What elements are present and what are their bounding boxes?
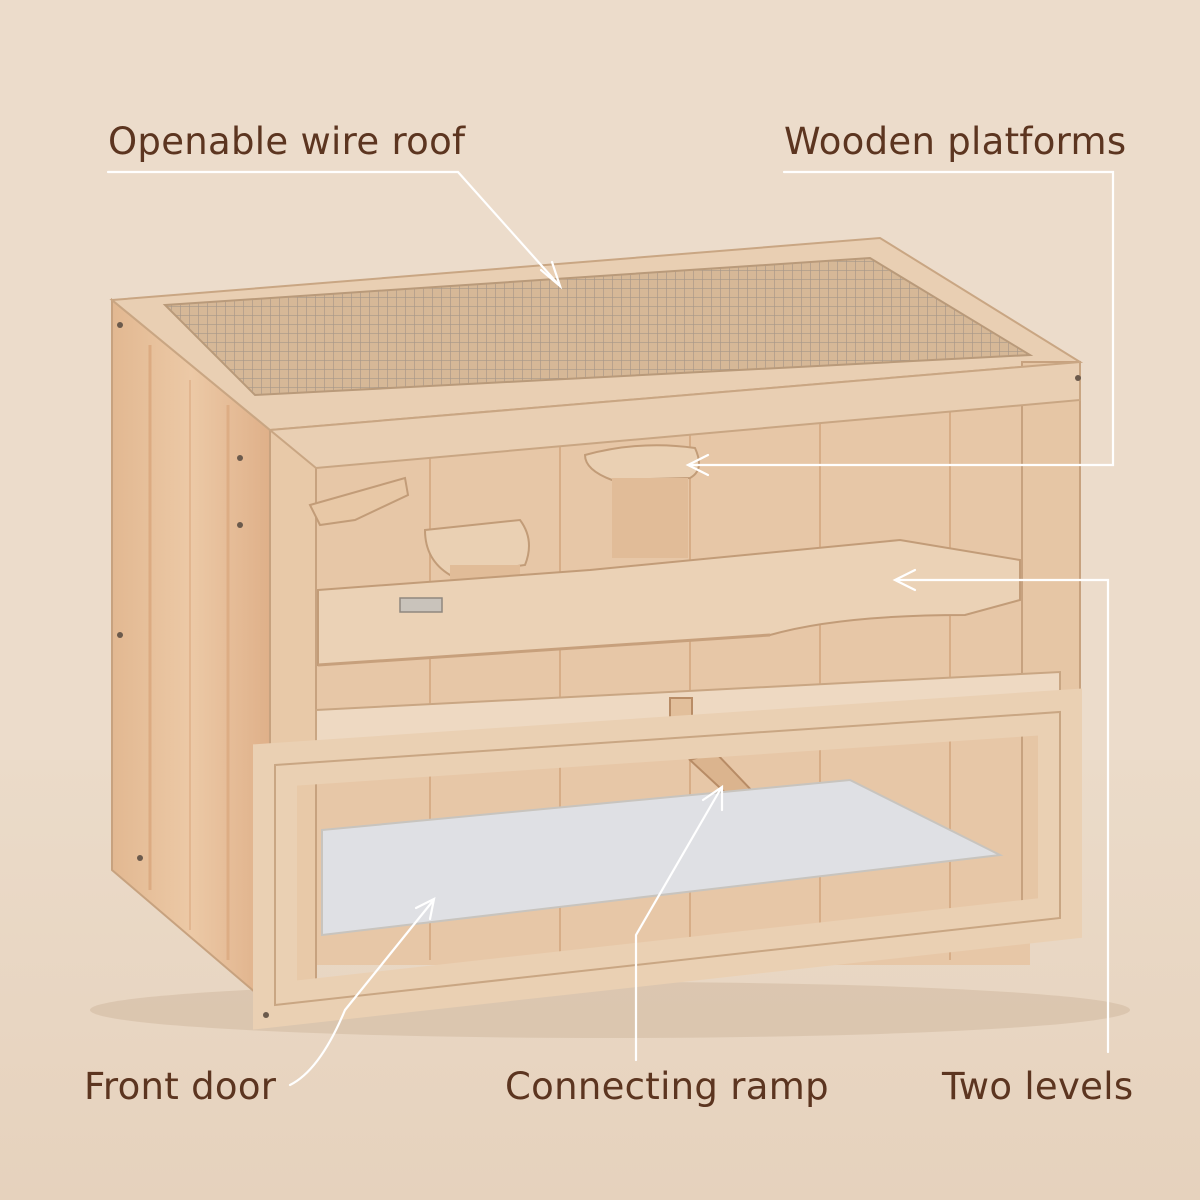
arrowhead-roof <box>539 260 563 290</box>
arrowhead-ramp <box>701 784 724 812</box>
arrowhead-door <box>414 897 436 921</box>
leader-door <box>288 900 434 1087</box>
wire-roof-mesh <box>162 256 1034 397</box>
mid-level-floor <box>317 538 1021 667</box>
upper-platform-top <box>583 444 700 482</box>
callout-openable-wire-roof: Openable wire roof <box>108 120 466 163</box>
leader-levels <box>896 578 1110 1054</box>
upper-platform-middle <box>423 518 530 577</box>
leader-lines <box>106 170 1115 1087</box>
callout-two-levels: Two levels <box>942 1065 1134 1108</box>
callout-wooden-platforms: Wooden platforms <box>784 120 1127 163</box>
leader-platforms <box>688 170 1115 467</box>
callout-connecting-ramp: Connecting ramp <box>505 1065 829 1108</box>
callout-front-door: Front door <box>84 1065 277 1108</box>
upper-platform-left <box>308 476 410 527</box>
leader-ramp <box>634 788 722 1062</box>
arrowhead-levels <box>892 568 917 592</box>
bottom-tray <box>321 778 1004 937</box>
arrowhead-platforms <box>685 453 710 477</box>
leader-roof <box>106 170 560 286</box>
